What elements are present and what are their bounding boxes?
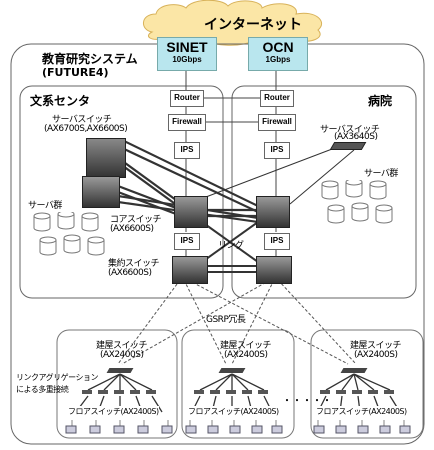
building-switch-2 (218, 368, 246, 373)
floor-links (75, 373, 401, 413)
ips-left-upper: IPS (174, 142, 200, 159)
isp-ocn-speed: 1Gbps (265, 55, 291, 64)
pcs-2 (184, 424, 288, 436)
ring-label: リング (218, 241, 244, 251)
server-switch-right (329, 142, 367, 150)
server-switch-left-model: (AX6700S,AX6600S) (44, 124, 128, 134)
building-switch-3-model: (AX2400S) (354, 350, 398, 360)
building-group-3-frame (310, 329, 424, 439)
floor-switches-1 (80, 389, 164, 397)
building-group-2-frame (181, 329, 295, 439)
building-group-1-frame (56, 329, 178, 439)
floor-switch-3-label: フロアスイッチ(AX2400S) (316, 406, 407, 417)
internet-label: インターネット (204, 17, 302, 33)
isp-sinet: SINET 10Gbps (157, 37, 217, 71)
floor-switches-3 (318, 389, 402, 397)
floor-switch-1-label: フロアスイッチ(AX2400S) (68, 406, 159, 417)
building-switch-3-label: 建屋スイッチ (350, 341, 402, 351)
ellipsis: ・・・・・ (282, 396, 332, 407)
floor-switches-2 (192, 389, 276, 397)
server-switch-left-label: サーバスイッチ (52, 115, 112, 125)
firewall-left: Firewall (168, 114, 206, 131)
ips-left-lower: IPS (174, 233, 200, 250)
gsrp-label: GSRP冗長 (206, 315, 246, 325)
server-switch-right-model: (AX3640S) (334, 132, 378, 142)
building-switch-2-model: (AX2400S) (224, 350, 268, 360)
building-switch-1 (106, 368, 134, 373)
server-switch-right-label: サーバスイッチ (320, 125, 380, 135)
building-switch-1-label: 建屋スイッチ (96, 341, 148, 351)
building-switch-1-model: (AX2400S) (100, 350, 144, 360)
isp-sinet-speed: 10Gbps (172, 55, 202, 64)
left-area-frame (19, 85, 224, 299)
firewall-right: Firewall (258, 114, 296, 131)
server-switch-left-a (86, 138, 126, 178)
aggregation-switch-model: (AX6600S) (108, 268, 152, 278)
system-title: 教育研究システム (42, 52, 138, 66)
link-aggregation-label-2: による多重接続 (16, 385, 69, 394)
area-left-title: 文系センタ (30, 94, 91, 108)
right-area-frame (231, 85, 417, 299)
server-group-left-label: サーバ群 (28, 201, 62, 211)
router-left: Router (170, 90, 204, 107)
floor-switch-2-label: フロアスイッチ(AX2400S) (188, 406, 279, 417)
area-right-title: 病院 (368, 94, 393, 108)
link-aggregation-label-1: リンクアグリゲーション (16, 373, 98, 382)
isp-sinet-name: SINET (166, 39, 208, 55)
aggregation-switch-left (172, 256, 208, 284)
core-switch-right (256, 196, 290, 228)
system-subtitle: (FUTURE4) (42, 66, 109, 79)
core-switch-label: コアスイッチ (110, 215, 162, 225)
ips-right-lower: IPS (264, 233, 290, 250)
router-right: Router (260, 90, 294, 107)
server-switch-left-b (82, 176, 120, 208)
core-switch-left (174, 196, 208, 228)
server-group-right (318, 180, 402, 230)
core-switch-model: (AX6600S) (110, 224, 154, 234)
pcs-1 (64, 424, 176, 436)
isp-ocn: OCN 1Gbps (248, 37, 308, 71)
system-frame (10, 43, 425, 445)
server-group-left (30, 212, 114, 262)
isp-ocn-name: OCN (262, 39, 294, 55)
server-group-right-label: サーバ群 (364, 169, 398, 179)
aggregation-switch-label: 集約スイッチ (108, 259, 160, 269)
pcs-3 (312, 424, 416, 436)
building-switch-3 (340, 368, 368, 373)
building-switch-2-label: 建屋スイッチ (220, 341, 272, 351)
aggregation-switch-right (256, 256, 292, 284)
ips-right-upper: IPS (264, 142, 290, 159)
